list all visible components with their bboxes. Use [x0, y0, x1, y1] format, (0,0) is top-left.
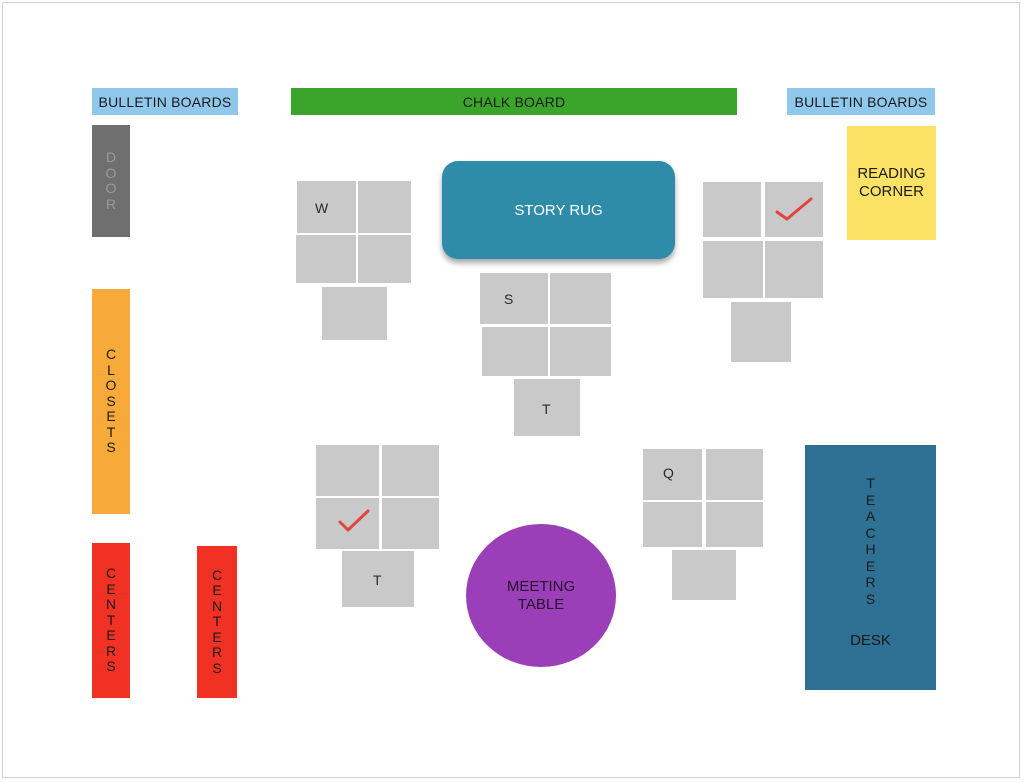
door-letter: D: [105, 149, 117, 165]
desk-label-w: W: [315, 200, 329, 216]
teachers-letter: A: [865, 508, 876, 524]
story-rug-label: STORY RUG: [514, 201, 603, 219]
student-desk: [550, 327, 611, 376]
student-desk: [358, 181, 411, 233]
student-desk: [382, 445, 439, 496]
desk-label-t-center: T: [542, 401, 551, 417]
door-letter: O: [105, 180, 117, 196]
centers-letter: E: [106, 580, 116, 597]
centers-letter: R: [105, 642, 117, 659]
student-desk: [322, 287, 387, 340]
centers-letter: N: [105, 596, 117, 613]
teachers-letter: E: [865, 491, 876, 508]
centers-letter: C: [211, 566, 223, 583]
teachers-letter: S: [865, 590, 876, 607]
student-desk: Q: [643, 449, 702, 500]
student-desk: [672, 550, 736, 600]
student-desk: [706, 502, 763, 547]
reading-corner-line: READING: [857, 165, 926, 182]
meeting-table: MEETING TABLE: [466, 524, 616, 667]
desk-label-t-left: T: [373, 572, 382, 588]
teachers-letter: E: [865, 557, 876, 574]
bulletin-board-left-label: BULLETIN BOARDS: [98, 93, 232, 110]
student-desk: W: [297, 181, 356, 233]
reading-corner: READING CORNER: [847, 126, 936, 240]
centers-letter: E: [106, 627, 116, 644]
centers-right: C E N T E R S: [197, 546, 237, 698]
story-rug: STORY RUG: [442, 161, 675, 259]
centers-left: C E N T E R S: [92, 543, 130, 698]
closets-letter: S: [106, 439, 116, 456]
meeting-table-line: TABLE: [517, 595, 565, 613]
teachers-letter: T: [866, 475, 875, 491]
check-mark-icon: [775, 197, 813, 221]
bulletin-board-left: BULLETIN BOARDS: [92, 88, 238, 115]
desk-label-s: S: [504, 291, 514, 307]
closets-letter: O: [105, 377, 117, 394]
student-desk: [731, 302, 791, 362]
door-letter: R: [105, 195, 117, 212]
centers-letter: T: [212, 613, 222, 630]
reading-corner-line: CORNER: [858, 183, 924, 200]
student-desk: T: [514, 379, 580, 436]
teachers-desk: T E A C H E R S DESK: [805, 445, 936, 690]
closets-letter: S: [106, 392, 116, 409]
closets-letter: C: [105, 346, 117, 363]
teachers-letter: C: [865, 524, 876, 541]
student-desk: [703, 182, 761, 237]
chalk-board-label: CHALK BOARD: [462, 93, 566, 110]
closets-letter: L: [107, 361, 115, 378]
meeting-table-line: MEETING: [506, 577, 576, 595]
chalk-board: CHALK BOARD: [291, 88, 737, 115]
student-desk: [703, 241, 763, 298]
desk-label-q: Q: [663, 465, 674, 481]
student-desk: [643, 502, 702, 547]
student-desk: [482, 327, 548, 376]
check-mark-icon: [338, 509, 370, 532]
teachers-desk-word: DESK: [850, 632, 891, 649]
student-desk: [382, 498, 439, 549]
door-letter: O: [105, 164, 117, 181]
bulletin-board-right: BULLETIN BOARDS: [787, 88, 935, 115]
centers-letter: E: [212, 582, 222, 599]
student-desk: S: [480, 273, 548, 324]
closets-letter: E: [106, 408, 116, 425]
centers-letter: S: [106, 658, 116, 675]
closets: C L O S E T S: [92, 289, 130, 514]
centers-letter: S: [212, 659, 222, 676]
student-desk: [316, 445, 379, 496]
student-desk: [765, 241, 823, 298]
centers-letter: R: [211, 644, 223, 661]
centers-letter: E: [212, 628, 222, 645]
centers-letter: T: [106, 611, 116, 628]
centers-letter: N: [211, 597, 223, 614]
teachers-letter: R: [865, 574, 876, 590]
student-desk: T: [342, 551, 414, 607]
student-desk: [358, 235, 411, 283]
centers-letter: C: [105, 565, 117, 582]
teachers-letter: H: [865, 541, 876, 557]
student-desk: [706, 449, 763, 500]
student-desk: [765, 182, 823, 237]
student-desk: [550, 273, 611, 324]
closets-letter: T: [106, 423, 116, 440]
student-desk: [296, 235, 356, 283]
student-desk: [316, 498, 379, 549]
door: D O O R: [92, 125, 130, 237]
bulletin-board-right-label: BULLETIN BOARDS: [794, 93, 928, 110]
